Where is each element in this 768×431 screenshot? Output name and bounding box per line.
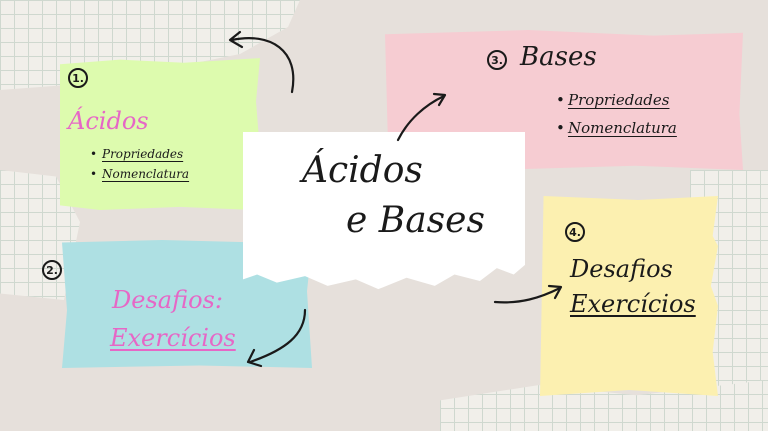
center-card	[243, 132, 525, 290]
number-badge-4: 4.	[565, 222, 585, 242]
number-badge-3: 3.	[487, 50, 507, 70]
note-acidos	[60, 58, 260, 210]
desafios-right-line1: Desafios	[570, 255, 673, 283]
bases-title: Bases	[520, 42, 597, 72]
center-title-line2: e Bases	[346, 200, 485, 241]
desafios-right-line2: Exercícios	[570, 290, 696, 318]
list-item: Nomenclatura	[556, 114, 677, 142]
desafios-left-line1: Desafios:	[112, 286, 223, 314]
number-badge-2: 2.	[42, 260, 62, 280]
center-title-line1: Ácidos	[302, 150, 423, 191]
list-item: Propriedades	[90, 144, 189, 164]
list-item: Nomenclatura	[90, 164, 189, 184]
grid-paper-top-left	[0, 0, 300, 90]
arrow-to-acidos	[230, 37, 295, 94]
desafios-left-line2: Exercícios	[110, 324, 236, 352]
arrow-to-bases	[396, 94, 446, 142]
arrow-to-desafios-left	[248, 308, 307, 364]
acidos-title: Ácidos	[68, 107, 149, 135]
number-badge-1: 1.	[68, 68, 88, 88]
list-item: Propriedades	[556, 86, 677, 114]
arrow-to-desafios-right	[493, 286, 562, 304]
bases-list: Propriedades Nomenclatura	[556, 86, 677, 142]
acidos-list: Propriedades Nomenclatura	[90, 144, 189, 184]
